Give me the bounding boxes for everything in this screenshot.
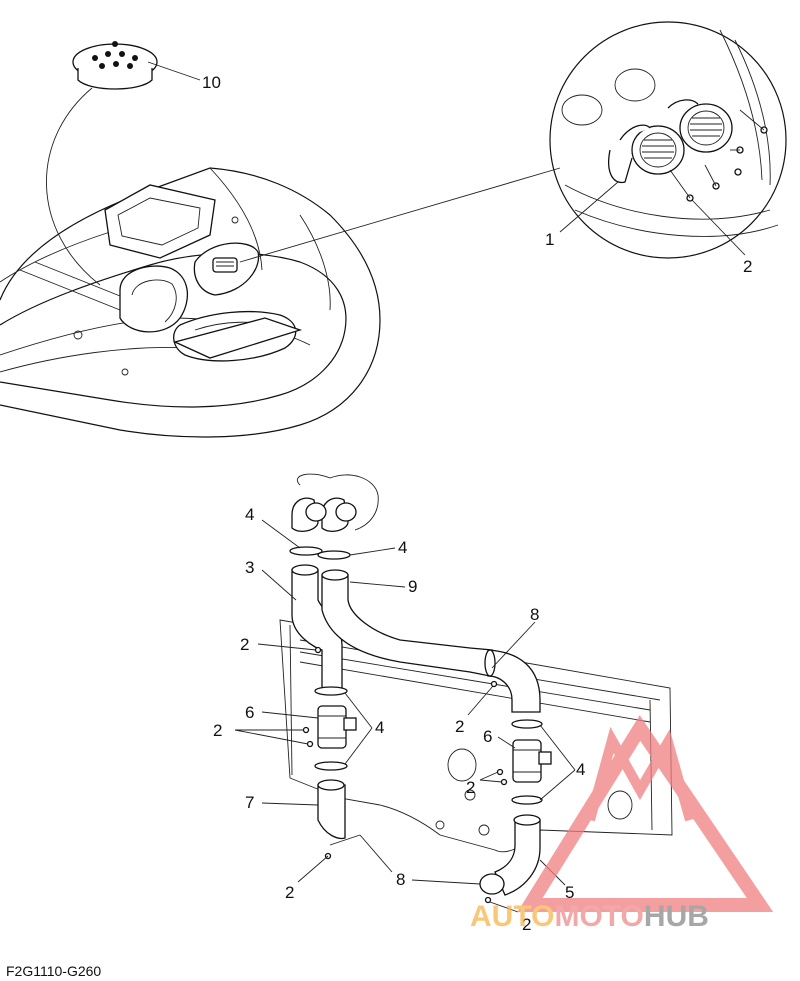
callout-3: 3 [245, 558, 254, 577]
detail-leader [239, 167, 561, 263]
watermark-auto: AUTO [470, 900, 554, 933]
callout-2: 2 [743, 257, 752, 276]
callout-2-mid: 2 [455, 717, 464, 736]
figure-code: F2G1110-G260 [6, 963, 101, 979]
watermark-triangle [517, 715, 774, 912]
callout-8-lower: 8 [396, 870, 405, 889]
watermark-moto: MOTO [554, 900, 643, 933]
callout-10: 10 [202, 73, 221, 92]
callout-2-right-pair: 2 [466, 778, 475, 797]
leader-curve [46, 87, 101, 286]
duct-assembly-illustration [279, 473, 673, 904]
bottom-callouts: 4 4 3 9 8 2 6 2 4 2 6 4 2 7 2 8 [213, 505, 585, 934]
callout-1: 1 [545, 230, 554, 249]
watermark-hub: HUB [644, 900, 709, 933]
top-callouts: 10 1 2 [147, 61, 752, 276]
callout-2-left-pair: 2 [213, 721, 222, 740]
callout-4-left-pair: 4 [375, 718, 384, 737]
callout-6-right: 6 [483, 727, 492, 746]
callout-7: 7 [245, 793, 254, 812]
callout-4-right-pair: 4 [576, 760, 585, 779]
callout-5: 5 [565, 883, 574, 902]
watermark-logo: AUTOMOTOHUB [470, 715, 774, 933]
callout-8-upper: 8 [530, 605, 539, 624]
vent-cap-part [72, 41, 158, 90]
hull-deck-illustration [0, 167, 381, 438]
callout-2-upper-left: 2 [240, 635, 249, 654]
callout-2-lower-left: 2 [285, 883, 294, 902]
callout-4-top-left: 4 [245, 505, 254, 524]
callout-9: 9 [408, 577, 417, 596]
detail-circle-view [549, 21, 787, 259]
svg-text:AUTOMOTOHUB: AUTOMOTOHUB [470, 900, 709, 933]
callout-6-left: 6 [245, 703, 254, 722]
callout-4-top-right: 4 [398, 538, 407, 557]
callout-2-bottom: 2 [522, 915, 531, 934]
